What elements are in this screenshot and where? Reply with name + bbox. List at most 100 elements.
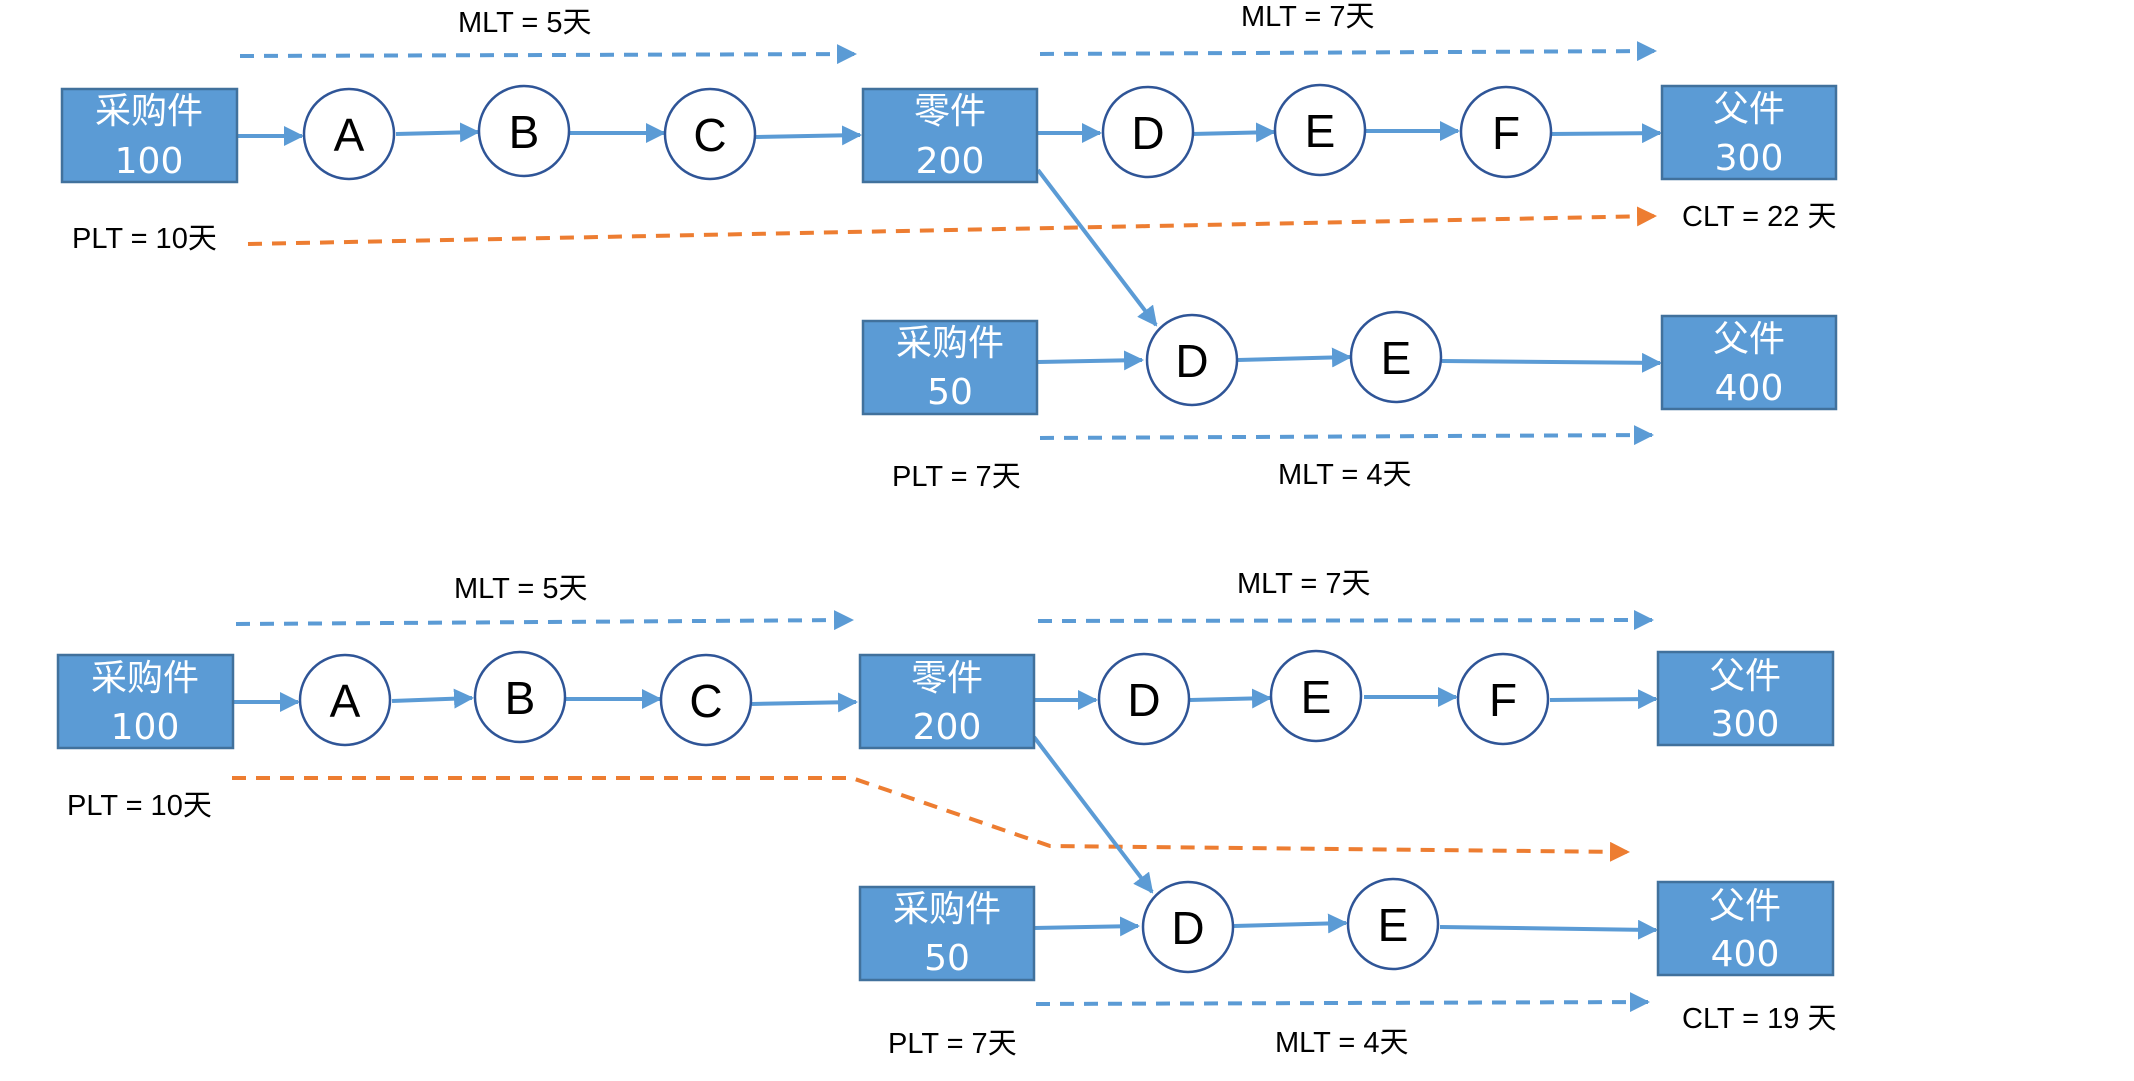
top-flow-arrow	[1441, 352, 1662, 373]
label-unit: 天	[188, 221, 217, 255]
top-part-200-box: 零件 200	[861, 87, 1039, 184]
label-value: MLT = 5	[454, 573, 559, 605]
bottom-purchased-part-100-box: 采购件 100	[56, 653, 235, 750]
top-plt-a-label: PLT = 10天	[72, 221, 217, 255]
top-flow-arrow	[1237, 347, 1352, 368]
top-operation-c-node: C	[663, 87, 757, 181]
operation-label: C	[689, 675, 722, 727]
label-value: CLT = 22	[1682, 201, 1807, 233]
operation-label: E	[1301, 671, 1332, 723]
label-unit: 天	[1807, 1001, 1836, 1035]
box-name: 采购件	[896, 323, 1004, 364]
bottom-operation-b-node: B	[473, 650, 567, 744]
top-flow-arrow	[755, 125, 862, 146]
bottom-plt-a-label: PLT = 10天	[67, 788, 212, 822]
top-mlt-abc-label: MLT = 5天	[458, 5, 592, 39]
bottom-mlt-def-label: MLT = 7天	[1237, 566, 1371, 600]
label-value: MLT = 5	[458, 7, 563, 39]
operation-label: A	[330, 675, 361, 727]
bottom-operation-c-node: C	[659, 653, 753, 747]
box-name: 采购件	[91, 658, 199, 699]
bottom-diagram: 采购件 100 零件 200 父件 300 采购件 50 父件 400 A	[56, 566, 1837, 1060]
box-name: 零件	[911, 658, 983, 699]
label-unit: 天	[559, 571, 588, 605]
label-unit: 天	[563, 5, 592, 39]
bottom-mlt-def-arrow	[1037, 610, 1654, 631]
bottom-mlt-de-label: MLT = 4天	[1275, 1025, 1409, 1059]
box-quantity: 400	[1711, 934, 1780, 975]
operation-label: E	[1378, 899, 1409, 951]
bottom-mlt-abc-label: MLT = 5天	[454, 571, 588, 605]
operation-label: A	[334, 109, 365, 161]
top-flow-arrow	[1036, 168, 1158, 327]
operation-label: D	[1171, 902, 1204, 954]
operation-label: E	[1305, 105, 1336, 157]
bottom-operation-e-node: E	[1269, 649, 1363, 743]
operation-label: F	[1492, 107, 1520, 159]
box-quantity: 200	[913, 707, 982, 748]
top-operation-d-node: D	[1101, 85, 1195, 179]
label-unit: 天	[1807, 199, 1836, 233]
bottom-part-200-box: 零件 200	[858, 653, 1036, 750]
top-flow-arrow	[1191, 122, 1276, 143]
label-unit: 天	[1342, 566, 1371, 600]
top-operation-f-node: F	[1459, 85, 1553, 179]
operation-label: F	[1489, 674, 1517, 726]
bottom-critical-path-arrow	[232, 776, 1630, 862]
label-unit: 天	[1346, 0, 1375, 33]
box-quantity: 100	[115, 141, 184, 182]
label-unit: 天	[1383, 457, 1412, 491]
bottom-mlt-abc-arrow	[235, 610, 854, 631]
box-quantity: 100	[111, 707, 180, 748]
top-mlt-abc-arrow	[239, 44, 857, 65]
operation-label: C	[693, 109, 726, 161]
label-value: PLT = 7	[888, 1028, 988, 1060]
operation-label: B	[509, 106, 540, 158]
operation-label: D	[1131, 107, 1164, 159]
label-value: MLT = 7	[1241, 1, 1346, 33]
top-mlt-de-arrow	[1039, 425, 1654, 446]
bottom-parent-300-box: 父件 300	[1656, 650, 1835, 747]
top-mlt-def-arrow	[1039, 41, 1657, 62]
top-purchased-part-100-box: 采购件 100	[60, 87, 239, 184]
bottom-operation-d2-node: D	[1141, 880, 1235, 974]
top-operation-e2-node: E	[1349, 310, 1443, 404]
bottom-flow-arrow	[391, 688, 474, 709]
box-quantity: 50	[924, 938, 970, 979]
label-value: PLT = 10	[72, 223, 188, 255]
bottom-flow-arrow	[1033, 916, 1140, 937]
bottom-plt-b-label: PLT = 7天	[888, 1026, 1017, 1060]
box-name: 父件	[1709, 886, 1781, 927]
top-diagram: 采购件 100 零件 200 父件 300 采购件 50 父件 400 A	[60, 0, 1838, 493]
top-purchased-part-50-box: 采购件 50	[861, 319, 1039, 416]
bottom-parent-400-box: 父件 400	[1656, 880, 1835, 977]
bottom-flow-arrow	[1233, 913, 1348, 934]
bottom-flow-arrow	[1549, 689, 1658, 710]
top-plt-b-label: PLT = 7天	[892, 459, 1021, 493]
operation-label: D	[1175, 335, 1208, 387]
operation-label: B	[505, 672, 536, 724]
label-value: MLT = 7	[1237, 568, 1342, 600]
label-value: CLT = 19	[1682, 1003, 1807, 1035]
box-quantity: 300	[1711, 704, 1780, 745]
bottom-purchased-part-50-box: 采购件 50	[858, 885, 1036, 982]
top-operation-b-node: B	[477, 84, 571, 178]
label-unit: 天	[1380, 1025, 1409, 1059]
top-operation-a-node: A	[302, 87, 396, 181]
box-quantity: 50	[927, 372, 973, 413]
label-value: MLT = 4	[1275, 1027, 1380, 1059]
label-value: PLT = 10	[67, 790, 183, 822]
box-quantity: 400	[1715, 368, 1784, 409]
bottom-operation-e2-node: E	[1346, 877, 1440, 971]
bottom-operation-a-node: A	[298, 653, 392, 747]
label-unit: 天	[992, 459, 1021, 493]
bottom-operation-d-node: D	[1097, 652, 1191, 746]
top-flow-arrow	[395, 122, 480, 143]
top-parent-300-box: 父件 300	[1660, 84, 1838, 181]
bottom-flow-arrow	[1189, 688, 1272, 709]
operation-label: E	[1381, 332, 1412, 384]
box-name: 父件	[1713, 89, 1785, 130]
label-unit: 天	[988, 1026, 1017, 1060]
box-name: 父件	[1713, 319, 1785, 360]
